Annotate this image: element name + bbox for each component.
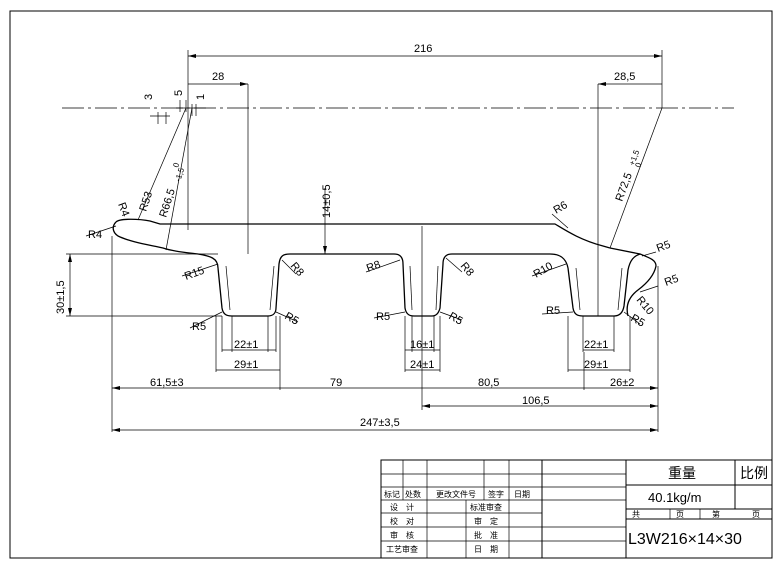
tb-row-check: 校 对: [390, 516, 414, 526]
tb-row-process: 工艺审查: [386, 544, 418, 554]
radius-R72-5: R72,5: [614, 171, 635, 203]
tb-header-count: 处数: [405, 489, 421, 499]
dim-80-5: 80,5: [478, 377, 499, 389]
dim-22-b: 22±1: [584, 339, 608, 351]
radius-R15: R15: [183, 265, 206, 283]
dim-247: 247±3,5: [360, 417, 400, 429]
dim-3: 3: [143, 94, 155, 100]
tb-row-approve: 审 定: [474, 516, 498, 526]
dim-16: 16±1: [410, 339, 434, 351]
radius-R5-g: R5: [655, 239, 672, 255]
tb-sheet-no: 第: [712, 509, 720, 519]
radius-R8-b: R8: [365, 259, 382, 275]
dim-1: 1: [195, 94, 207, 100]
radius-R5-f: R5: [629, 312, 647, 329]
radius-R4-left: R4: [88, 229, 102, 241]
tb-header-docno: 更改文件号: [436, 489, 476, 499]
tb-header-sign: 签字: [488, 489, 504, 499]
dim-28-5: 28,5: [614, 71, 635, 83]
dim-61-5: 61,5±3: [150, 377, 184, 389]
dim-22-a: 22±1: [234, 339, 258, 351]
dim-29-b: 29±1: [584, 359, 608, 371]
dim-28: 28: [212, 71, 224, 83]
tb-part-code: L3W216×14×30: [628, 531, 742, 548]
arrows: [68, 54, 662, 432]
tb-header-date: 日期: [514, 490, 530, 499]
tb-sheet-unit1: 页: [676, 510, 684, 519]
dimension-texts: 216 28 28,5 3 5 1 R4 R4 R53 R66,5 -1,5 0…: [55, 43, 680, 429]
radius-R66-tol0: 0: [171, 161, 181, 169]
radius-R66-tol: -1,5: [173, 166, 186, 182]
radius-R10-a: R10: [532, 260, 555, 280]
radius-R72-tol0: 0: [633, 161, 643, 169]
tb-sheet-total: 共: [632, 510, 640, 519]
radius-R5-a: R5: [192, 321, 206, 333]
radius-R5-b: R5: [283, 310, 301, 327]
radius-R5-e: R5: [546, 305, 560, 317]
dim-5: 5: [173, 90, 185, 96]
profile-outline: [112, 218, 657, 317]
dim-106-5: 106,5: [522, 395, 550, 407]
tb-weight-value: 40.1kg/m: [648, 490, 701, 505]
dim-30: 30±1,5: [55, 280, 67, 314]
tb-row-std-review: 标准审查: [470, 502, 502, 512]
tb-weight-label: 重量: [668, 465, 696, 481]
radius-R5-c: R5: [376, 311, 390, 323]
radius-R8-a: R8: [288, 260, 306, 278]
dim-216: 216: [414, 43, 432, 55]
dim-26: 26±2: [610, 377, 634, 389]
radius-R5-h: R5: [663, 273, 680, 289]
title-block: 标记 处数 更改文件号 签字 日期 设 计 标准审查 校 对 审 定 审 核 批…: [380, 459, 773, 559]
dim-79: 79: [330, 377, 342, 389]
tb-row-date: 日 期: [474, 545, 498, 554]
radius-R8-c: R8: [458, 260, 476, 278]
tb-sheet-unit2: 页: [752, 510, 760, 519]
radius-R6: R6: [552, 199, 570, 216]
radius-R5-d: R5: [447, 310, 465, 327]
tb-row-review: 审 核: [390, 530, 414, 540]
dim-24: 24±1: [410, 359, 434, 371]
radius-R4-top: R4: [115, 201, 131, 218]
dim-14: 14±0,5: [321, 184, 333, 218]
tb-header-mark: 标记: [384, 489, 400, 499]
tb-scale-label: 比例: [740, 465, 768, 481]
radius-R53: R53: [137, 190, 155, 213]
dimension-lines: [66, 50, 663, 432]
dim-29-a: 29±1: [234, 359, 258, 371]
profile-inner: [225, 265, 623, 311]
tb-row-design: 设 计: [390, 502, 414, 512]
tb-row-ratify: 批 准: [474, 530, 498, 540]
